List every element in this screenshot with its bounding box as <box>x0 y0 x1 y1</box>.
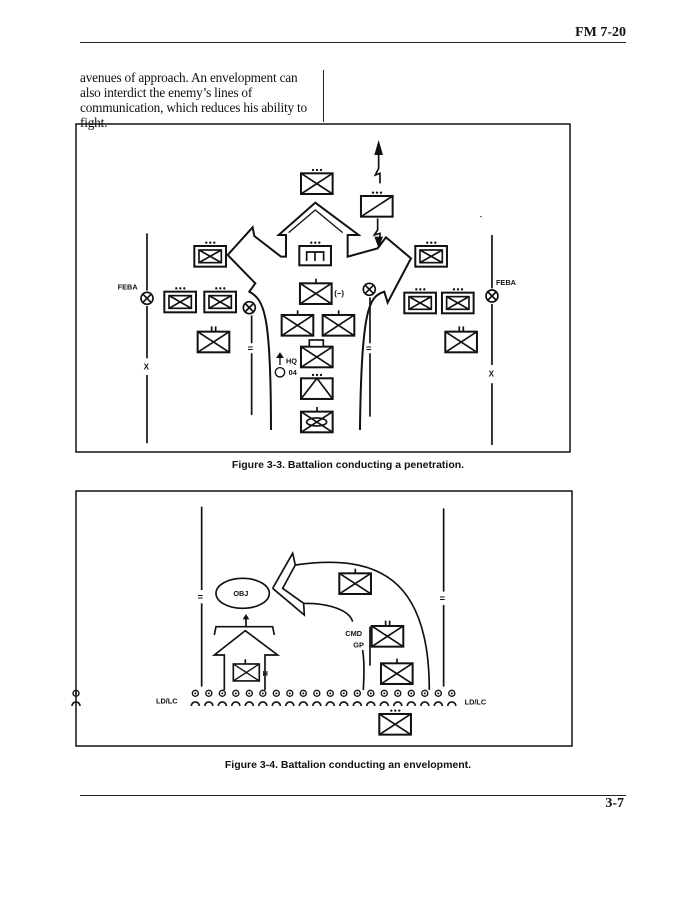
ld-lc-line <box>71 689 81 707</box>
ld-lc-symbol <box>217 689 228 707</box>
ld-lc-symbol <box>433 689 444 707</box>
ld-lc-symbol <box>325 689 336 707</box>
penetration-arrow <box>226 201 413 430</box>
obj-label: OBJ <box>233 589 248 598</box>
figure-3-3-diagram: FEBA FEBA (–) HQ 04 X X = = <box>118 139 517 445</box>
column-divider <box>323 70 324 122</box>
document-id: FM 7-20 <box>575 25 626 40</box>
feba-marker-icon <box>485 289 499 303</box>
ld-lc-symbol <box>446 689 457 707</box>
eq-label-right: = <box>366 344 372 354</box>
gp-label: GP <box>353 640 364 649</box>
eq-label-right: = <box>440 594 446 604</box>
feba-label-right: FEBA <box>496 278 517 287</box>
hq-label: HQ <box>286 356 297 365</box>
figure-3-4-frame <box>75 490 573 747</box>
body-paragraph: avenues of approach. An envelopment can … <box>80 70 307 130</box>
ld-lc-symbol <box>419 689 430 707</box>
ld-lc-symbol <box>406 689 417 707</box>
ld-lc-symbol <box>190 689 201 707</box>
hq-number-label: 04 <box>289 368 298 377</box>
cmd-label: CMD <box>345 629 362 638</box>
eq-label-left: = <box>248 344 254 354</box>
ld-lc-label-right: LD/LC <box>465 697 487 706</box>
ld-lc-symbol <box>230 689 241 707</box>
footer-rule <box>80 795 626 796</box>
ld-lc-symbol <box>203 689 214 707</box>
eq-label-left: = <box>198 592 204 602</box>
ld-lc-label-left: LD/LC <box>156 696 178 705</box>
objective-ellipse <box>215 577 271 610</box>
feba-label-left: FEBA <box>118 282 139 291</box>
ld-lc-symbol <box>284 689 295 707</box>
figure-3-3-frame <box>75 123 571 453</box>
feba-marker-icon <box>242 300 257 315</box>
ld-lc-symbol <box>244 689 255 707</box>
minus-label: (–) <box>334 289 344 298</box>
envelopment-arrow <box>271 551 431 690</box>
ld-lc-symbol <box>392 689 403 707</box>
feba-marker-icon <box>140 291 154 306</box>
ld-lc-symbol <box>298 689 309 707</box>
figure-3-4-caption: Figure 3-4. Battalion conducting an enve… <box>224 759 472 771</box>
page-number: 3-7 <box>605 796 624 811</box>
ld-lc-symbol <box>257 689 268 707</box>
x-label-right: X <box>489 370 495 379</box>
h-label: H <box>263 669 268 678</box>
figure-3-3-caption: Figure 3-3. Battalion conducting a penet… <box>231 459 465 471</box>
ld-lc-symbol <box>311 689 322 707</box>
feba-marker-icon <box>362 282 377 297</box>
ld-lc-symbol <box>338 689 349 707</box>
ld-lc-symbol <box>365 689 376 707</box>
figure-3-4-diagram: OBJ CMD GP H LD/LC LD/LC = = <box>71 506 487 736</box>
ld-lc-symbol <box>271 689 282 707</box>
x-label-left: X <box>144 362 150 371</box>
ld-lc-symbol <box>379 689 390 707</box>
header-rule <box>80 42 626 43</box>
ld-lc-symbol <box>352 689 363 707</box>
